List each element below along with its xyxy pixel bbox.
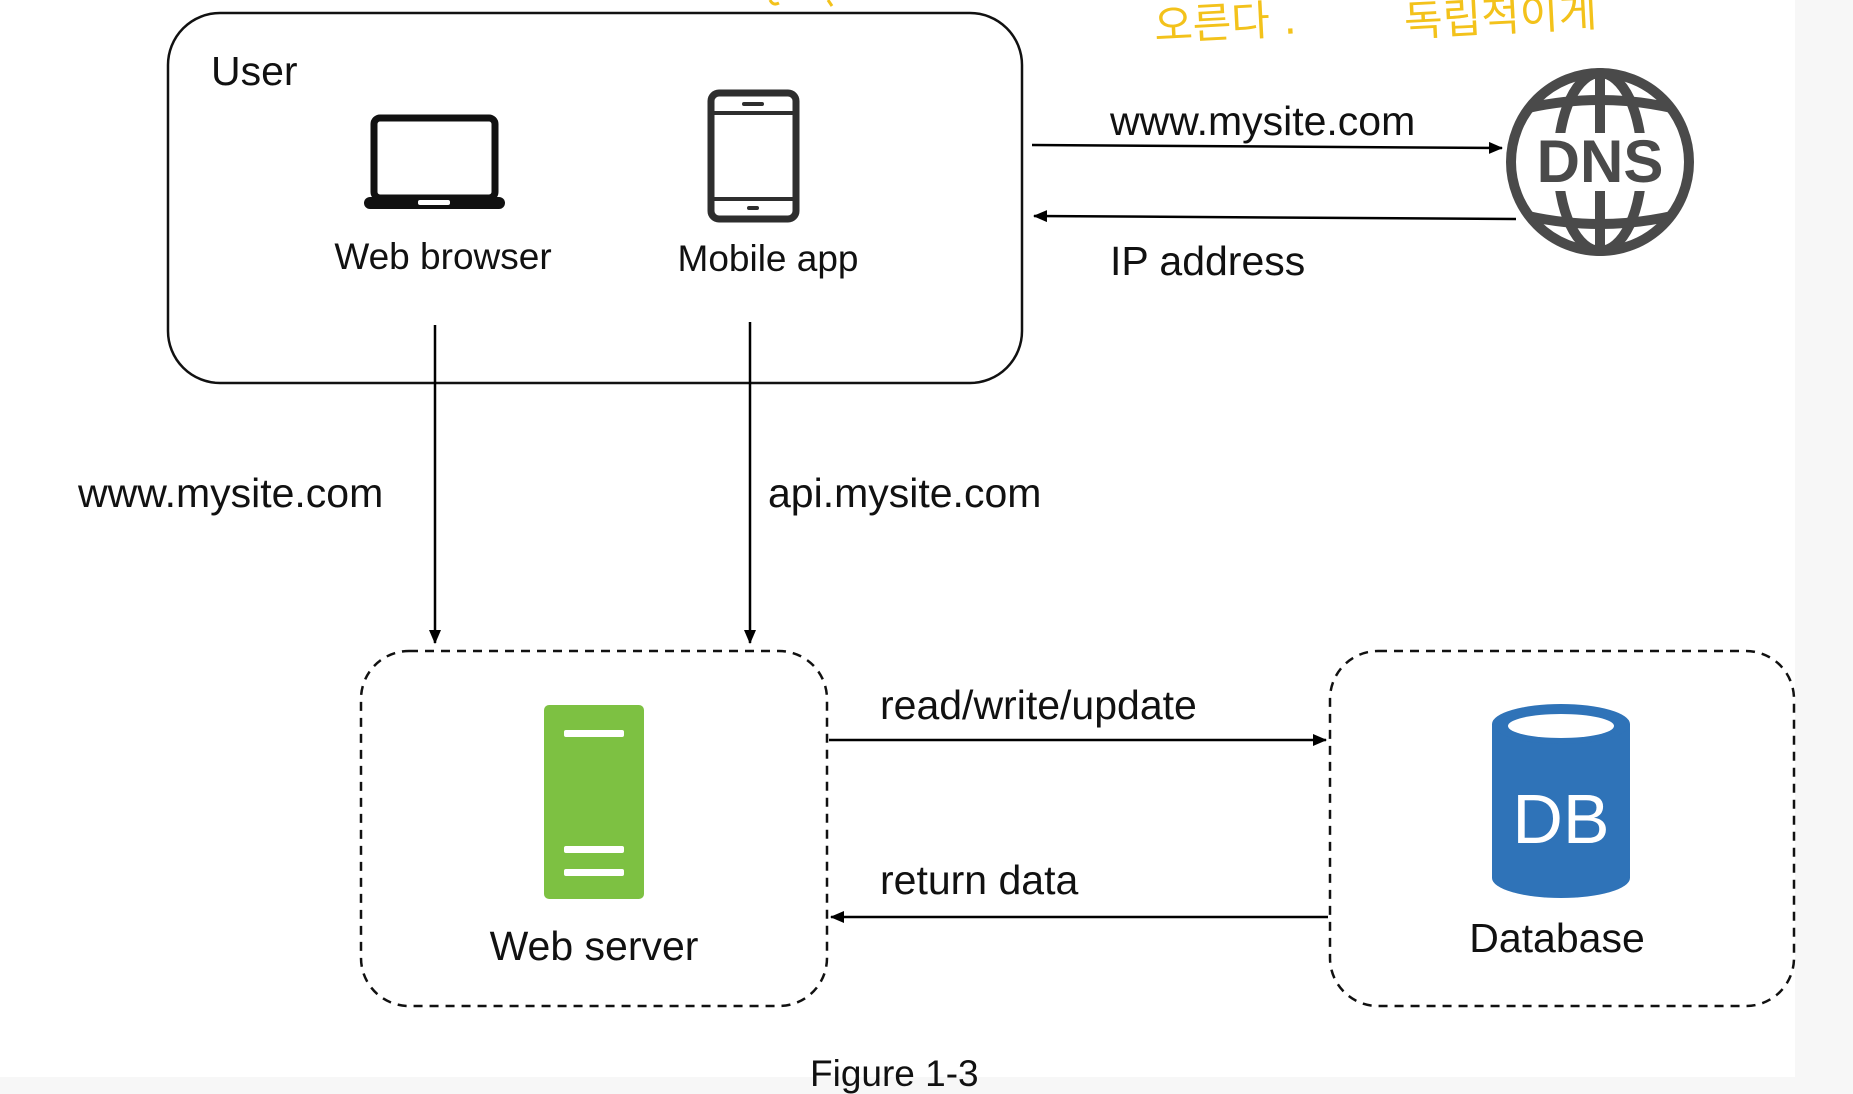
handwritten-note-right: 독립적이게 [1402, 0, 1599, 47]
dns-icon-text: DNS [1537, 128, 1664, 195]
mobile-request-label: api.mysite.com [768, 470, 1042, 516]
laptop-icon [364, 114, 505, 209]
diagram-canvas [0, 0, 1795, 1077]
dns-response-label: IP address [1110, 238, 1306, 284]
mobile-app-label: Mobile app [677, 238, 859, 279]
db-icon-text: DB [1512, 780, 1609, 858]
arrow-user-to-dns [1031, 141, 1503, 154]
user-group-box [166, 11, 1024, 385]
db-response-label: return data [880, 857, 1079, 903]
dns-request-label: www.mysite.com [1110, 98, 1416, 144]
figure-caption: Figure 1-3 [810, 1053, 979, 1094]
web-browser-label: Web browser [334, 236, 552, 277]
web-server-box [359, 649, 829, 1008]
browser-request-label: www.mysite.com [78, 470, 384, 516]
handwritten-note-left: 오른다 . [1152, 0, 1298, 51]
server-icon [544, 705, 644, 899]
db-request-label: read/write/update [880, 682, 1197, 728]
mobile-phone-icon [707, 89, 800, 223]
user-group-title: User [211, 48, 298, 94]
database-box [1328, 649, 1796, 1008]
annotation-stroke [768, 0, 834, 7]
dns-globe-icon [1506, 68, 1694, 256]
arrow-dns-to-user [1033, 210, 1517, 223]
database-icon [1492, 704, 1630, 898]
database-label: Database [1469, 915, 1645, 961]
web-server-label: Web server [489, 923, 699, 969]
